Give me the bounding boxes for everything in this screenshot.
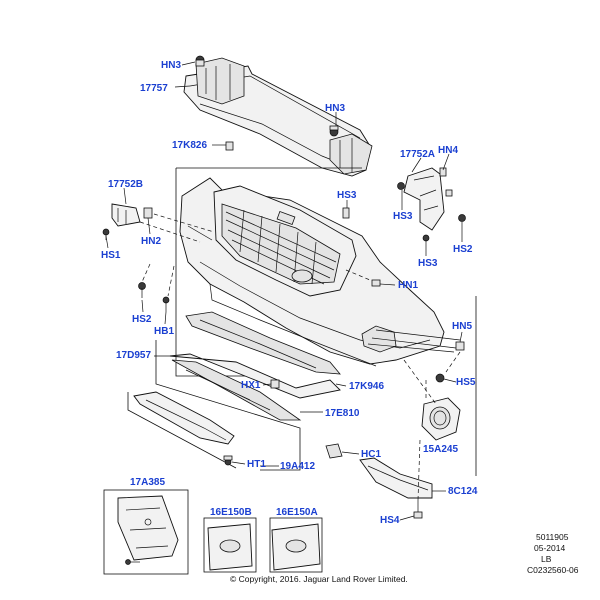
- label-hs3-mid: HS3: [337, 190, 357, 201]
- bracket-17752a[interactable]: [403, 167, 445, 231]
- badge-16e150b[interactable]: [207, 523, 253, 571]
- label-17k826: 17K826: [172, 140, 207, 151]
- label-16e150b: 16E150B: [210, 507, 252, 518]
- footer-date: 05-2014: [534, 543, 565, 553]
- footer-illustration: C0232560-06: [527, 565, 579, 575]
- label-17k946: 17K946: [349, 381, 384, 392]
- label-hs2-right: HS2: [453, 244, 473, 255]
- label-hn4: HN4: [438, 145, 458, 156]
- label-hn3-top: HN3: [161, 60, 181, 71]
- badge-16e150a[interactable]: [271, 523, 321, 571]
- plate-bracket-box: [103, 489, 189, 575]
- nut-hn3-mid[interactable]: [329, 125, 339, 137]
- nut-hn4[interactable]: [439, 167, 453, 197]
- assembly-lines: [139, 213, 461, 501]
- clip-hc1[interactable]: [325, 443, 343, 459]
- label-hs2-left: HS2: [132, 314, 152, 325]
- label-15a245: 15A245: [423, 444, 458, 455]
- label-hn2: HN2: [141, 236, 161, 247]
- label-17757: 17757: [140, 83, 168, 94]
- label-hn3-mid: HN3: [325, 103, 345, 114]
- callout-labels: HN3 17757 HN3 17K826 17752A HN4 17752B H…: [101, 60, 478, 526]
- label-17752b: 17752B: [108, 179, 143, 190]
- label-17752a: 17752A: [400, 149, 435, 160]
- screw-plate[interactable]: [125, 559, 141, 565]
- clip-hx1[interactable]: [270, 379, 280, 389]
- label-ht1: HT1: [247, 459, 266, 470]
- trim-17k946[interactable]: [169, 353, 341, 421]
- screw-hs2-right[interactable]: [458, 214, 466, 222]
- lower-grille-boundary: [127, 340, 301, 471]
- screw-hs1[interactable]: [102, 228, 110, 240]
- screw-hs3-mid[interactable]: [342, 207, 350, 219]
- nut-hn1[interactable]: [371, 279, 381, 287]
- label-hb1: HB1: [154, 326, 174, 337]
- nut-hn5[interactable]: [455, 341, 465, 351]
- label-19a412: 19A412: [280, 461, 315, 472]
- label-hs1: HS1: [101, 250, 121, 261]
- screw-hs3-right[interactable]: [397, 182, 405, 190]
- clip-ht1[interactable]: [223, 455, 233, 466]
- label-8c124: 8C124: [448, 486, 478, 497]
- label-hc1: HC1: [361, 449, 381, 460]
- grille[interactable]: [213, 185, 357, 297]
- label-17d957: 17D957: [116, 350, 151, 361]
- screw-hs5[interactable]: [435, 373, 445, 383]
- badge-a-box: [269, 517, 323, 573]
- label-17e810: 17E810: [325, 408, 360, 419]
- label-hs4: HS4: [380, 515, 400, 526]
- bumper-cover-boundary: [175, 167, 477, 476]
- screw-hs2-left[interactable]: [138, 282, 146, 299]
- label-17a385: 17A385: [130, 477, 165, 488]
- label-hs3-bottom: HS3: [418, 258, 438, 269]
- footer-code: LB: [541, 554, 552, 564]
- screw-hs4[interactable]: [413, 500, 423, 519]
- label-hx1: HX1: [241, 380, 261, 391]
- bracket-17752b[interactable]: [111, 203, 141, 227]
- bumper-beam[interactable]: [183, 57, 373, 177]
- leader-lines: [105, 61, 463, 521]
- side-trim-8c124[interactable]: [359, 457, 433, 499]
- copyright: © Copyright, 2016. Jaguar Land Rover Lim…: [230, 574, 408, 584]
- clip-17k826[interactable]: [225, 141, 234, 151]
- label-16e150a: 16E150A: [276, 507, 318, 518]
- label-hs3-right: HS3: [393, 211, 413, 222]
- lower-grille-19a412[interactable]: [133, 391, 235, 445]
- footer: 5011905 05-2014 LB C0232560-06 © Copyrig…: [230, 532, 579, 584]
- label-hs5: HS5: [456, 377, 476, 388]
- label-hn5: HN5: [452, 321, 472, 332]
- bolt-hb1[interactable]: [162, 296, 170, 312]
- screw-hs3-bottom[interactable]: [422, 234, 430, 248]
- plate-bracket-17a385[interactable]: [117, 495, 179, 561]
- fog-lamp-bezel[interactable]: [421, 397, 461, 441]
- nut-hn3-top[interactable]: [195, 55, 205, 67]
- label-hn1: HN1: [398, 280, 418, 291]
- badge-b-box: [203, 517, 257, 573]
- nut-hn2[interactable]: [143, 207, 153, 219]
- spoiler-17d957[interactable]: [185, 311, 341, 375]
- footer-ref: 5011905: [536, 532, 569, 542]
